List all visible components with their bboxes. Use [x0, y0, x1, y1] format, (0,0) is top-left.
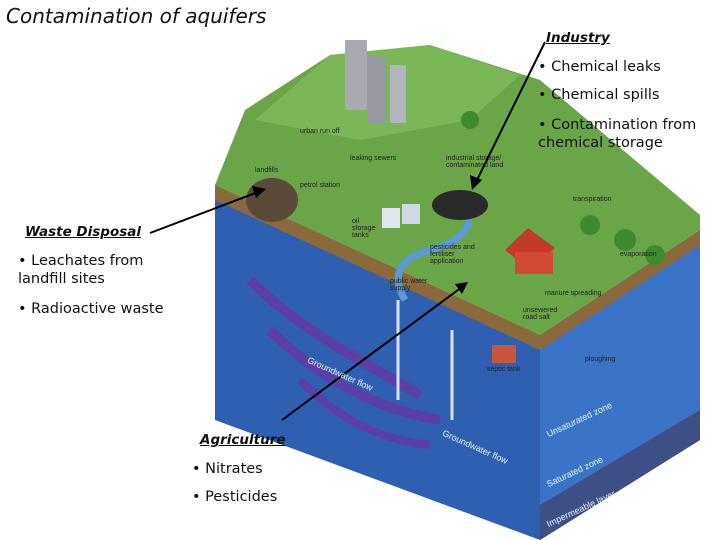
industry-pointer-line: [475, 41, 546, 183]
label-leaking-sewers: leaking sewers: [350, 155, 397, 162]
label-pesticides: pesticides and fertiliser application: [430, 244, 475, 265]
agriculture-item-1: • Nitrates: [192, 461, 263, 477]
label-ploughing: ploughing: [585, 356, 616, 363]
industry-item-3: • Contamination from chemical storage: [538, 117, 697, 151]
agriculture-heading: Agriculture: [200, 432, 286, 448]
label-manure: manure spreading: [545, 290, 602, 297]
page-title: Contamination of aquifers: [6, 4, 267, 28]
label-public-water: public water supply: [390, 278, 428, 292]
label-landfills: landfills: [255, 167, 279, 174]
barn-wall: [515, 252, 553, 274]
industry-heading: Industry: [546, 30, 610, 46]
tower-2: [368, 55, 386, 123]
waste-pointer-arrowhead: [252, 186, 266, 198]
aquifer-front-face: [215, 185, 540, 540]
label-urban-runoff: urban run off: [300, 128, 340, 135]
agriculture-item-2: • Pesticides: [192, 489, 278, 505]
waste-pointer-line: [149, 191, 259, 234]
landfill-pit: [246, 178, 298, 222]
industry-item-1: • Chemical leaks: [538, 59, 661, 75]
oil-tank-1: [382, 208, 400, 228]
impermeable-strip: [540, 410, 700, 540]
label-oil-storage: oil storage tanks: [352, 218, 376, 239]
label-transpiration: transpiration: [573, 196, 612, 203]
agriculture-pointer-line: [281, 286, 463, 421]
agriculture-pointer-arrowhead: [455, 282, 468, 294]
label-petrol-station: petrol station: [300, 182, 341, 189]
tree: [461, 111, 479, 129]
tower-1: [345, 40, 367, 110]
label-unsewered: unsewered road salt: [523, 307, 558, 321]
tower-3: [390, 65, 406, 123]
house: [492, 345, 516, 363]
chemical-spill: [432, 190, 488, 220]
waste-heading: Waste Disposal: [25, 224, 142, 240]
label-evaporation: evaporation: [620, 251, 657, 258]
label-septic-tank: septic tank: [487, 366, 521, 373]
hill: [255, 45, 520, 140]
flow-band: [297, 377, 431, 449]
industry-pointer-arrowhead: [470, 175, 482, 190]
industry-item-2: • Chemical spills: [538, 87, 660, 103]
tree: [645, 245, 665, 265]
flow-band: [266, 326, 441, 425]
oil-tank-2: [402, 204, 420, 224]
tree: [614, 229, 636, 251]
waste-item-2: • Radioactive waste: [18, 301, 164, 317]
waste-item-1: • Leachates from landfill sites: [18, 253, 144, 287]
label-industrial-storage: industrial storage/ contaminated land: [446, 155, 504, 169]
tree: [580, 215, 600, 235]
